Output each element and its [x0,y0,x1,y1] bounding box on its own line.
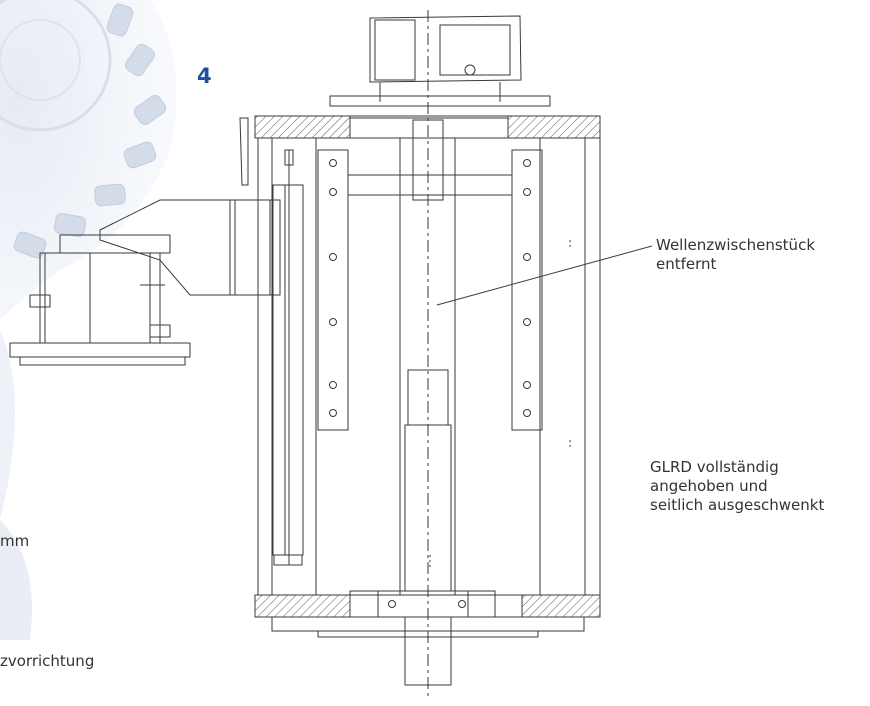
callout-line-2: angehoben und [650,477,768,495]
callout-shaft-spacer-removed: Wellenzwischenstück entfernt [656,236,815,274]
callout-line-1: Wellenzwischenstück [656,236,816,254]
callout-line-2: entfernt [656,255,717,273]
cut-off-label-mm: mm [0,532,30,550]
callout-line-1: GLRD vollständig [650,458,779,476]
background-wheel-graphic [0,0,177,640]
central-shaft [399,10,456,700]
top-flange [254,115,601,139]
left-strip [317,149,349,431]
callout-leader-line [436,245,653,306]
callout-line-3: seitlich ausgeschwenkt [650,496,825,514]
drive-unit-top [329,15,551,107]
cut-off-label-vorrichtung: zvorrichtung [0,652,95,670]
side-attachment [9,117,304,566]
step-number: 4 [197,64,212,88]
callout-glrd-lifted: GLRD vollständig angehoben und seitlich … [650,458,824,515]
right-strip [511,149,543,431]
